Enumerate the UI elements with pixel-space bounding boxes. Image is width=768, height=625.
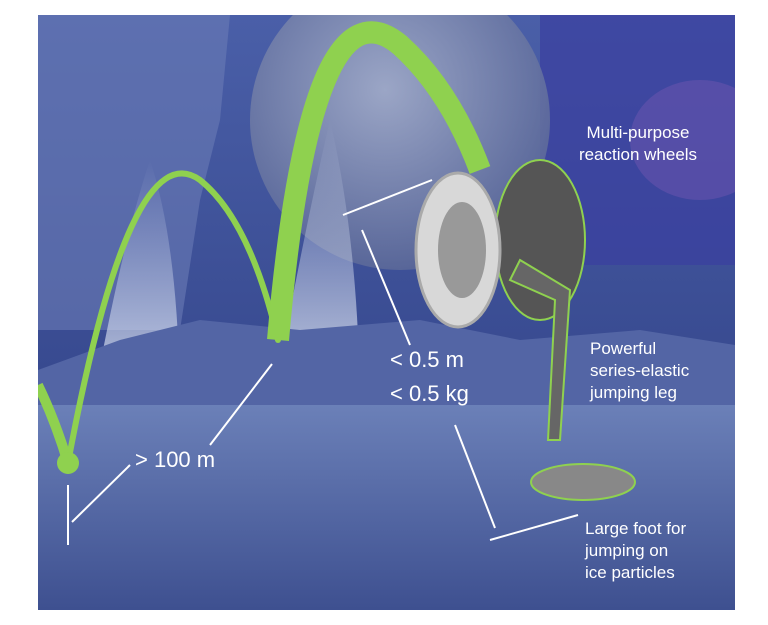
foot	[530, 463, 636, 501]
jumping-leg	[508, 258, 572, 441]
size-label: < 0.5 m	[390, 347, 464, 372]
ice-surface	[38, 405, 735, 610]
rear-wheel	[494, 159, 586, 321]
hop-ball	[57, 452, 79, 474]
distance-label: > 100 m	[135, 447, 216, 472]
mass-label: < 0.5 kg	[390, 381, 469, 406]
plume-cloud	[38, 15, 230, 330]
robot	[414, 159, 636, 501]
annotation-lines	[67, 179, 579, 545]
